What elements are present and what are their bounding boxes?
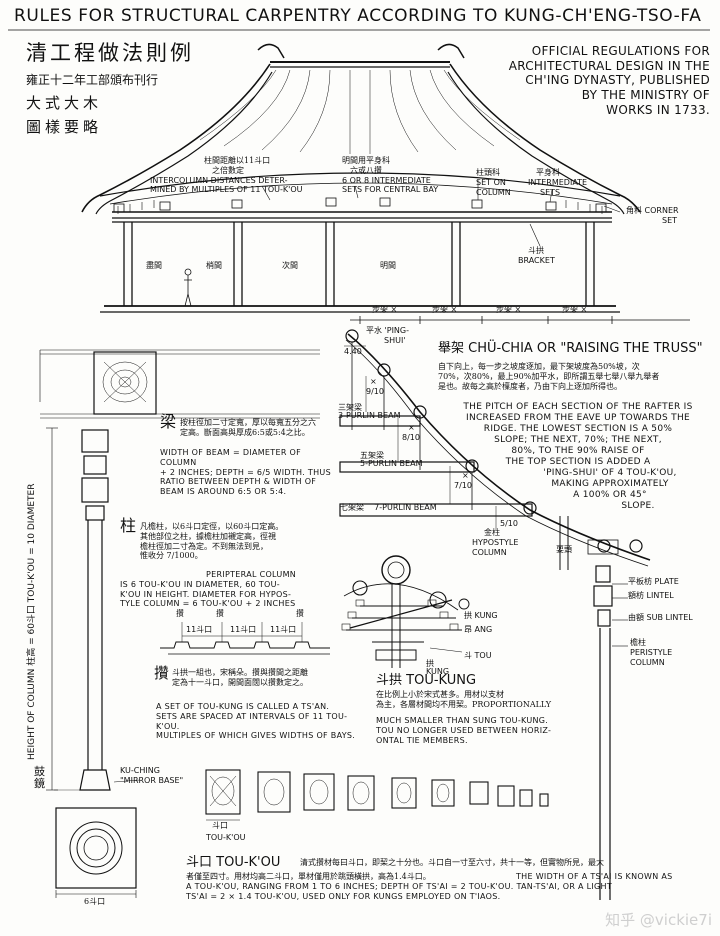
tsan-dim-1: 11斗口: [186, 625, 213, 634]
central-bay-label: 明間用平身科 六或八攢 6 OR 8 INTERMEDIATE SETS FOR…: [342, 156, 439, 195]
column-text-en: PERIPTERAL COLUMN IS 6 TOU-K'OU IN DIAME…: [120, 570, 297, 609]
column-title: 柱: [120, 516, 137, 535]
toukung-text-en: MUCH SMALLER THAN SUNG TOU-KUNG. TOU NO …: [376, 716, 552, 745]
corner-set-label: 角科 CORNER SET: [626, 206, 679, 225]
kung-label: 拱 KUNG: [464, 611, 498, 620]
lintel-label: 額枋 LINTEL: [628, 591, 674, 600]
tsan-label-2: 攢: [216, 609, 224, 618]
x-mark-3: ×: [462, 471, 469, 480]
tsan-text-cn: 斗拱一組也，宋稱朵。攢與攢間之距離 定為十一斗口，開間面闊以攢數定之。: [172, 668, 308, 687]
intercolumn-label: 柱間距離以11斗口 之倍數定 INTERCOLUMN DISTANCES DET…: [150, 156, 303, 195]
toukou-text-cn-2: 者僅至四寸。用材均高二斗口，單材僅用於跳頭橫拱，高為1.4斗口。: [186, 872, 431, 881]
truss-heading: 舉架 CHÜ-CHIA OR "RAISING THE TRUSS": [438, 341, 703, 356]
hypostyle-label: 金柱 HYPOSTYLE COLUMN: [472, 528, 519, 557]
sub-lintel-label: 由額 SUB LINTEL: [628, 613, 693, 622]
bay-label-ming: 明間: [380, 261, 396, 270]
shuatou-label: 耍頭: [556, 545, 572, 554]
beam-text-en: WIDTH OF BEAM = DIAMETER OF COLUMN + 2 I…: [160, 448, 331, 496]
cn-title: 清工程做法則例: [26, 41, 194, 65]
tsan-label-3: 攢: [296, 609, 304, 618]
cn-subtitle-1: 雍正十二年工部頒布刊行: [26, 73, 159, 87]
column-text-cn: 凡檐柱，以6斗口定徑，以60斗口定高。 其他部位之柱，據檐柱加襯定高，徑視 檐柱…: [140, 522, 284, 561]
base-dim: 6斗口: [84, 897, 106, 906]
beam-section-drawing: [39, 349, 320, 419]
cn-subtitle-2: 大式大木: [26, 94, 103, 112]
pct-70: 7/10: [454, 481, 472, 490]
toukou-sizes-drawing: [205, 769, 549, 821]
beam-text-cn: 按柱徑加二寸定寬，厚以每寬五分之六 定高。斷面高與厚成6:5或5:4之比。: [180, 418, 316, 437]
pct-50: 5/10: [500, 519, 518, 528]
peristyle-label: 檐柱 PERISTYLE COLUMN: [630, 638, 673, 667]
tsan-heading: 攢: [154, 664, 170, 682]
toukou-text-cn: 清式攢材每曰斗口，即栔之十分也。斗口自一寸至六寸，共十一等，但實物所見，最大: [300, 858, 604, 867]
pct-80: 8/10: [402, 433, 420, 442]
column-set-label: 柱頭科 SET ON COLUMN: [476, 168, 511, 197]
bracket-label: 斗拱 BRACKET: [518, 246, 555, 265]
tsan-text-en: A SET OF TOU-KUNG IS CALLED A TS'AN. SET…: [156, 702, 356, 741]
buji-1: 步架 ×: [372, 305, 398, 314]
pingshui-label: 平水 'PING- SHUI': [366, 326, 409, 345]
mirror-base-cn: 鼓鏡: [34, 765, 45, 790]
cn-subtitle-3: 圖樣要略: [26, 118, 103, 136]
tsan-dim-2: 11斗口: [230, 625, 257, 634]
tsan-label-1: 攢: [176, 609, 184, 618]
tsan-dim-3: 11斗口: [270, 625, 297, 634]
bay-label-shao: 梢間: [206, 261, 222, 270]
beam-title: 梁: [160, 412, 177, 431]
tsan-drawing: [160, 622, 330, 655]
toukung-text-cn: 在比例上小於宋式甚多。用材以支材 為主，各層材間均不用栔。PROPORTIONA…: [376, 690, 552, 709]
column-height-label: HEIGHT OF COLUMN 柱高 = 60斗口 TOU-K'OU = 10…: [27, 483, 37, 760]
official-regulations: OFFICIAL REGULATIONS FOR ARCHITECTURAL D…: [508, 44, 710, 117]
toukou-first-cn: 斗口: [212, 821, 228, 830]
toukou-heading: 斗口 TOU-K'OU: [186, 855, 281, 870]
pct-90: 9/10: [366, 387, 384, 396]
toukung-heading: 斗拱 TOU-KUNG: [376, 673, 477, 688]
bay-label-ci: 次間: [282, 261, 298, 270]
x-mark-1: ×: [370, 377, 377, 386]
truss-text-cn: 自下向上，每一步之坡度逐加，最下架坡度為50%坡，次 70%，次80%，最上90…: [438, 362, 660, 391]
truss-drawing: [339, 316, 690, 900]
ang-label: 昂 ANG: [464, 625, 493, 634]
roof-drawing: [81, 43, 641, 215]
truss-text-en: THE PITCH OF EACH SECTION OF THE RAFTER …: [463, 402, 693, 511]
elevation-drawing: [100, 180, 621, 313]
mirror-base-en: KU-CHING "MIRROR BASE": [120, 766, 184, 785]
x-mark-2: ×: [408, 423, 415, 432]
toukung-drawing: [341, 555, 470, 668]
beam-7-label: 七架梁 7-PURLIN BEAM: [340, 503, 437, 512]
plate-label: 平板枋 PLATE: [628, 577, 679, 586]
toukou-text-en: THE WIDTH OF A TS'AI IS KNOWN AS A TOU-K…: [186, 872, 673, 901]
buji-4: 步架 ×: [562, 305, 588, 314]
bay-label-end: 盡間: [146, 261, 162, 270]
toukou-first-en: TOU-K'OU: [206, 833, 246, 842]
tou-label: 斗 TOU: [464, 651, 492, 660]
page-title: RULES FOR STRUCTURAL CARPENTRY ACCORDING…: [14, 6, 702, 26]
dim-440: 4.40: [344, 347, 362, 356]
column-drawing: [46, 427, 141, 898]
buji-3: 步架 ×: [496, 305, 522, 314]
buji-2: 步架 ×: [432, 305, 458, 314]
intermediate-sets-label: 平身科 INTERMEDIATE SETS: [528, 168, 588, 197]
watermark: 知乎 @vickie7i: [605, 911, 712, 929]
